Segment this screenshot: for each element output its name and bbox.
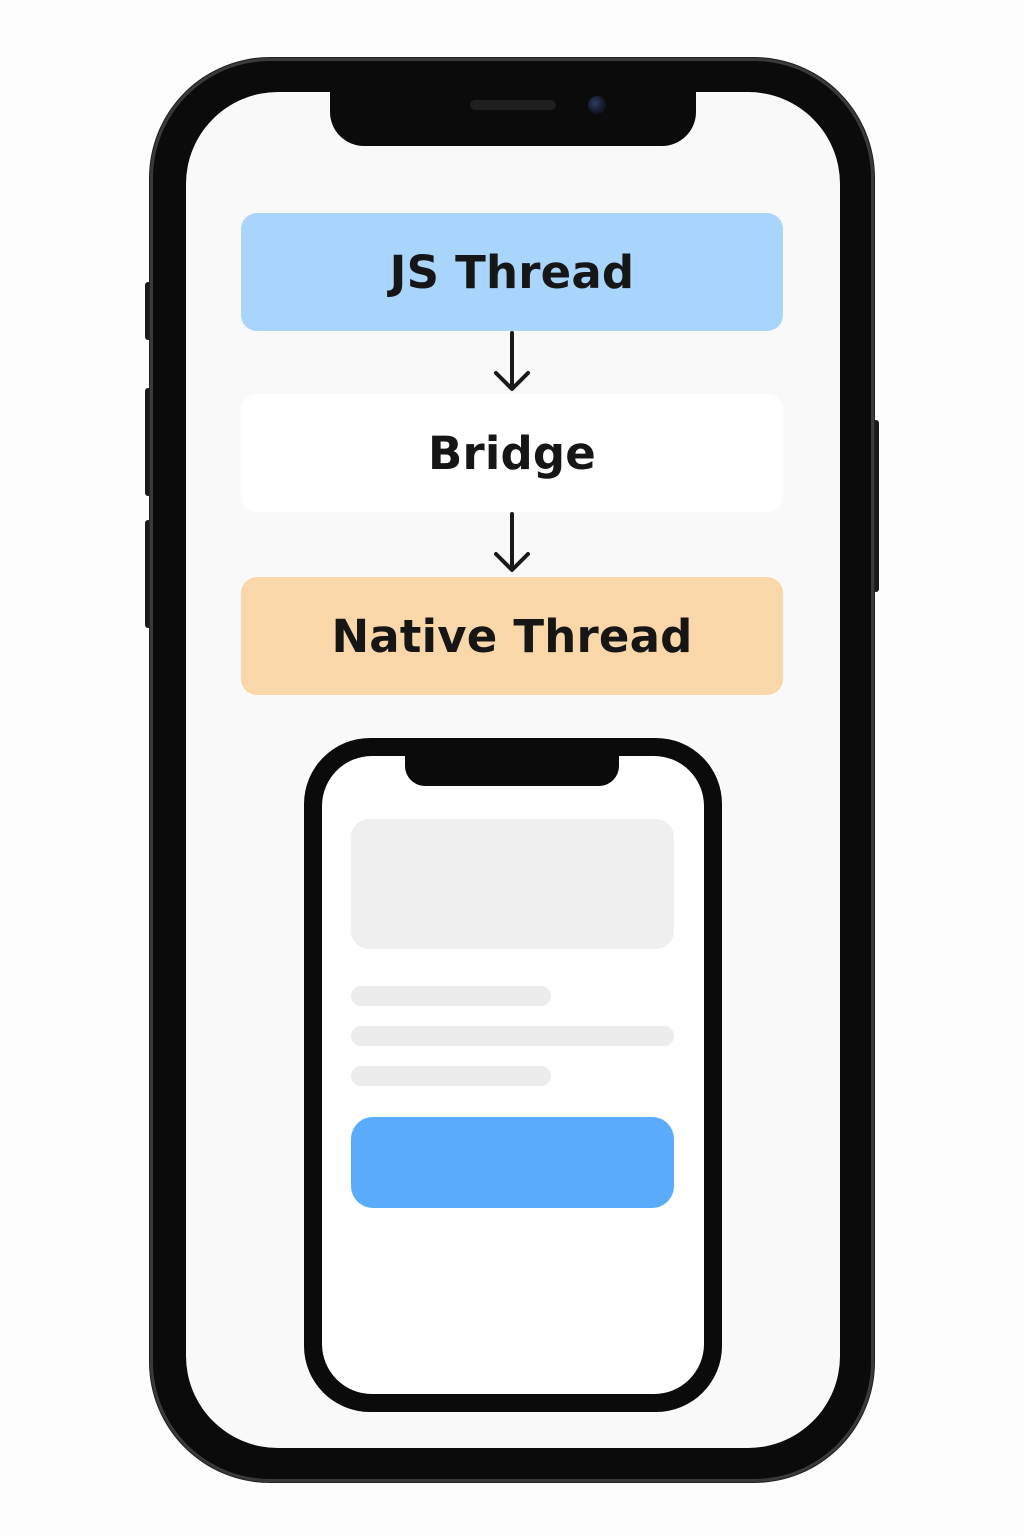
mute-switch	[145, 282, 151, 340]
js-thread-label: JS Thread	[389, 245, 635, 299]
arrow-down-icon	[494, 512, 530, 572]
mockup-screen	[322, 756, 704, 1394]
volume-up-button	[145, 388, 151, 496]
image-placeholder	[351, 819, 674, 949]
speaker-grille	[470, 100, 556, 110]
volume-down-button	[145, 520, 151, 628]
bridge-label: Bridge	[427, 426, 597, 480]
arrow-down-icon	[494, 331, 530, 391]
phone-notch	[330, 92, 696, 146]
primary-button[interactable]	[351, 1117, 674, 1208]
front-camera-icon	[588, 96, 606, 114]
js-thread-box: JS Thread	[241, 213, 783, 331]
text-placeholder-short	[351, 986, 551, 1006]
native-thread-box: Native Thread	[241, 577, 783, 695]
text-placeholder-short	[351, 1066, 551, 1086]
native-thread-label: Native Thread	[331, 609, 693, 663]
power-button	[873, 420, 879, 592]
bridge-box: Bridge	[241, 394, 783, 512]
mockup-notch	[405, 756, 619, 786]
text-placeholder-long	[351, 1026, 674, 1046]
phone-screen: JS Thread Bridge Native Thread	[186, 92, 840, 1448]
mockup-phone	[304, 738, 722, 1412]
